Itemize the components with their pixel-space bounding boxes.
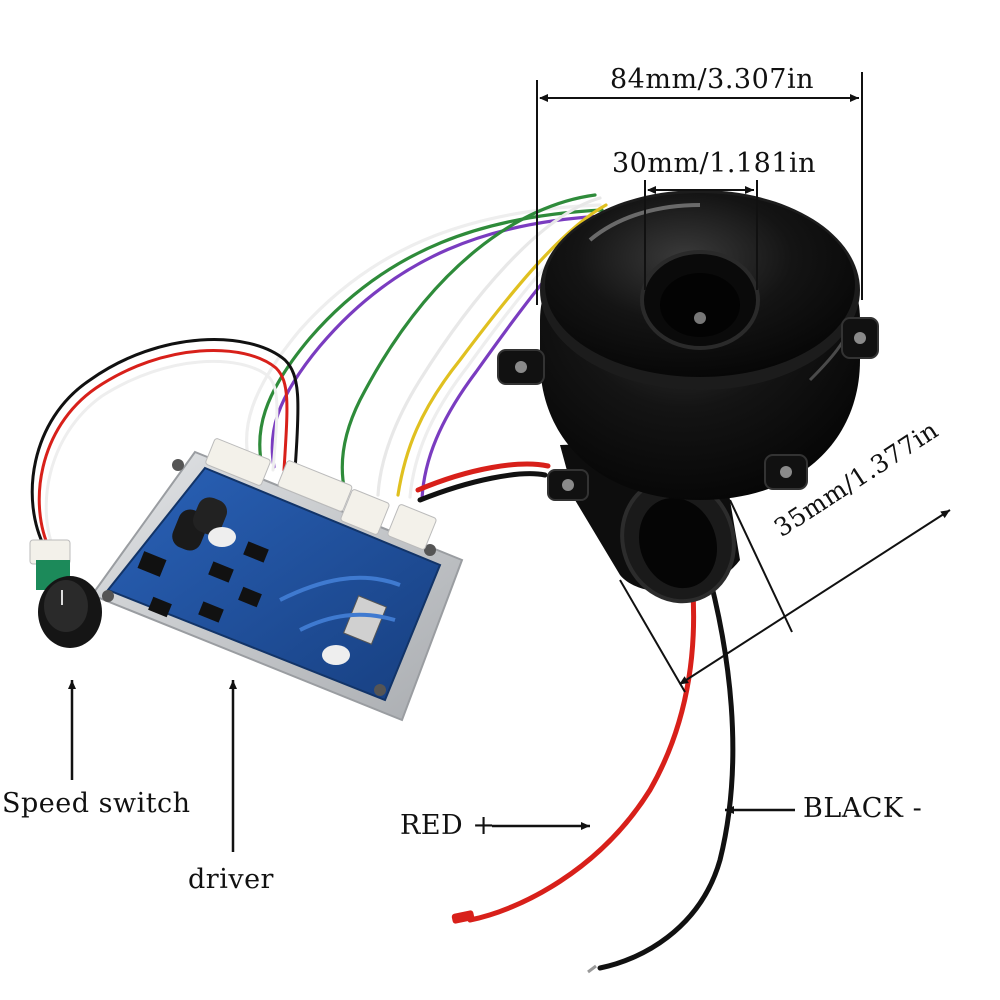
inlet-diameter-label: 30mm/1.181in [612, 148, 816, 179]
speed-switch-wires [30, 338, 300, 554]
outer-diameter-label: 84mm/3.307in [610, 64, 814, 95]
speed-switch [29, 539, 102, 648]
driver-label: driver [188, 864, 274, 895]
black-wire-label: BLACK - [803, 793, 923, 824]
speed-switch-label: Speed switch [2, 788, 191, 819]
blower [497, 190, 879, 604]
red-wire-tip [451, 910, 475, 924]
callout-arrows [68, 680, 795, 852]
dimension-lines [536, 72, 951, 693]
driver-board [90, 438, 464, 722]
black-wire-tip [587, 964, 597, 974]
red-wire-label: RED + [400, 810, 496, 841]
